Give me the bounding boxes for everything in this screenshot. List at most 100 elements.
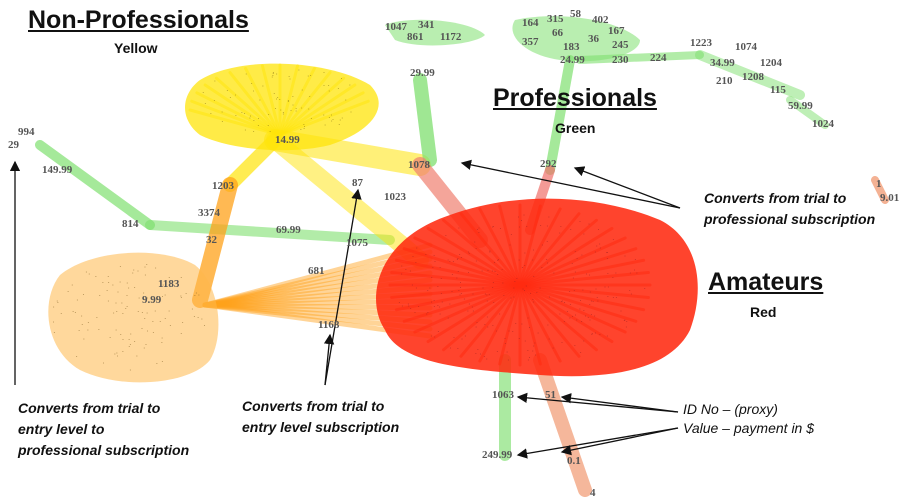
cluster-texture-glyph: ∙	[301, 85, 303, 95]
cluster-texture-glyph: ∙	[560, 222, 562, 232]
cluster-texture-glyph: ∙	[295, 106, 297, 116]
cluster-texture-glyph: ∙	[541, 263, 543, 273]
cluster-texture-glyph: ∙	[539, 283, 541, 293]
cluster-texture-glyph: ∙	[625, 322, 627, 332]
nonprofessionals-color-label: Yellow	[114, 40, 158, 56]
cluster-texture-glyph: ∙	[526, 222, 528, 232]
amateurs-title: Amateurs	[708, 268, 824, 296]
cluster-texture-glyph: ∙	[536, 287, 538, 297]
cluster-dense-labels: ∙∙∙∙∙∙∙∙∙∙∙∙∙∙∙∙∙∙∙∙∙∙∙∙∙∙∙∙∙∙∙∙∙∙∙∙∙∙∙∙…	[52, 65, 645, 375]
node-224: 224	[650, 52, 667, 64]
cluster-texture-glyph: ∙	[579, 217, 581, 227]
node-hub-9-99: 9.99	[142, 294, 162, 306]
edge-994-to-814	[35, 140, 155, 230]
cluster-texture-glyph: ∙	[210, 108, 212, 118]
cluster-texture-glyph: ∙	[445, 231, 447, 241]
cluster-texture-glyph: ∙	[180, 291, 182, 301]
cluster-texture-glyph: ∙	[449, 299, 451, 309]
cluster-texture-glyph: ∙	[161, 357, 163, 367]
cluster-texture-glyph: ∙	[161, 337, 163, 347]
cluster-texture-glyph: ∙	[398, 297, 400, 307]
cluster-texture-glyph: ∙	[588, 270, 590, 280]
cluster-texture-glyph: ∙	[432, 262, 434, 272]
cluster-texture-glyph: ∙	[106, 286, 108, 296]
cluster-texture-glyph: ∙	[476, 318, 478, 328]
cluster-texture-glyph: ∙	[612, 273, 614, 283]
cluster-texture-glyph: ∙	[331, 116, 333, 126]
cluster-texture-glyph: ∙	[116, 348, 118, 358]
cluster-texture-glyph: ∙	[576, 254, 578, 264]
cluster-texture-glyph: ∙	[591, 329, 593, 339]
cluster-texture-glyph: ∙	[590, 309, 592, 319]
cluster-texture-glyph: ∙	[518, 222, 520, 232]
cluster-texture-glyph: ∙	[328, 81, 330, 91]
node-3374: 3374	[198, 207, 221, 219]
cluster-texture-glyph: ∙	[534, 338, 536, 348]
cluster-texture-glyph: ∙	[599, 329, 601, 339]
cluster-texture-glyph: ∙	[501, 265, 503, 275]
cluster-texture-glyph: ∙	[623, 315, 625, 325]
cluster-texture-glyph: ∙	[532, 295, 534, 305]
cluster-texture-glyph: ∙	[126, 291, 128, 301]
cluster-texture-glyph: ∙	[152, 297, 154, 307]
node-29: 29	[8, 139, 20, 151]
cluster-texture-glyph: ∙	[573, 286, 575, 296]
node-9-01: 9.01	[880, 192, 899, 204]
node-149-99: 149.99	[42, 164, 73, 176]
cluster-texture-glyph: ∙	[486, 354, 488, 364]
cluster-texture-glyph: ∙	[138, 293, 140, 303]
cluster-texture-glyph: ∙	[274, 104, 276, 114]
cluster-texture-glyph: ∙	[572, 273, 574, 283]
cluster-texture-glyph: ∙	[144, 270, 146, 280]
cluster-texture-glyph: ∙	[514, 277, 516, 287]
cluster-texture-glyph: ∙	[350, 107, 352, 117]
cluster-texture-glyph: ∙	[484, 320, 486, 330]
cluster-texture-glyph: ∙	[122, 309, 124, 319]
cluster-texture-glyph: ∙	[271, 72, 273, 82]
cluster-texture-glyph: ∙	[486, 312, 488, 322]
node-230: 230	[612, 54, 629, 66]
cluster-texture-glyph: ∙	[475, 256, 477, 266]
cluster-texture-glyph: ∙	[85, 267, 87, 277]
cluster-texture-glyph: ∙	[337, 83, 339, 93]
arrow-to-292	[573, 166, 681, 209]
cluster-texture-glyph: ∙	[512, 327, 514, 337]
cluster-texture-glyph: ∙	[295, 103, 297, 113]
cluster-texture-glyph: ∙	[459, 290, 461, 300]
cluster-texture-glyph: ∙	[427, 307, 429, 317]
cluster-texture-glyph: ∙	[582, 285, 584, 295]
cluster-texture-glyph: ∙	[458, 223, 460, 233]
edge-115-to-1024	[786, 96, 829, 129]
cluster-texture-glyph: ∙	[624, 251, 626, 261]
cluster-texture-glyph: ∙	[571, 312, 573, 322]
node-51: 51	[545, 389, 556, 401]
cluster-texture-glyph: ∙	[561, 338, 563, 348]
cluster-texture-glyph: ∙	[471, 302, 473, 312]
cluster-texture-glyph: ∙	[594, 328, 596, 338]
cluster-texture-glyph: ∙	[253, 126, 255, 136]
cluster-texture-glyph: ∙	[433, 295, 435, 305]
cluster-texture-glyph: ∙	[141, 307, 143, 317]
node-681: 681	[308, 265, 325, 277]
edge-hub-to-amateur	[266, 131, 429, 269]
cluster-texture-glyph: ∙	[115, 325, 117, 335]
cluster-texture-glyph: ∙	[137, 266, 139, 276]
cluster-texture-glyph: ∙	[594, 311, 596, 321]
cluster-texture-glyph: ∙	[437, 327, 439, 337]
cluster-texture-glyph: ∙	[472, 289, 474, 299]
cluster-texture-glyph: ∙	[527, 313, 529, 323]
cluster-texture-glyph: ∙	[580, 347, 582, 357]
cluster-texture-glyph: ∙	[479, 349, 481, 359]
cluster-texture-glyph: ∙	[547, 320, 549, 330]
cluster-texture-glyph: ∙	[328, 113, 330, 123]
cluster-texture-glyph: ∙	[249, 113, 251, 123]
cluster-blobs	[48, 16, 698, 383]
cluster-texture-glyph: ∙	[280, 105, 282, 115]
cluster-texture-glyph: ∙	[478, 223, 480, 233]
professional-top-blob	[512, 16, 640, 62]
cluster-texture-glyph: ∙	[464, 331, 466, 341]
cluster-texture-glyph: ∙	[409, 266, 411, 276]
cluster-texture-glyph: ∙	[524, 260, 526, 270]
cluster-texture-glyph: ∙	[72, 307, 74, 317]
